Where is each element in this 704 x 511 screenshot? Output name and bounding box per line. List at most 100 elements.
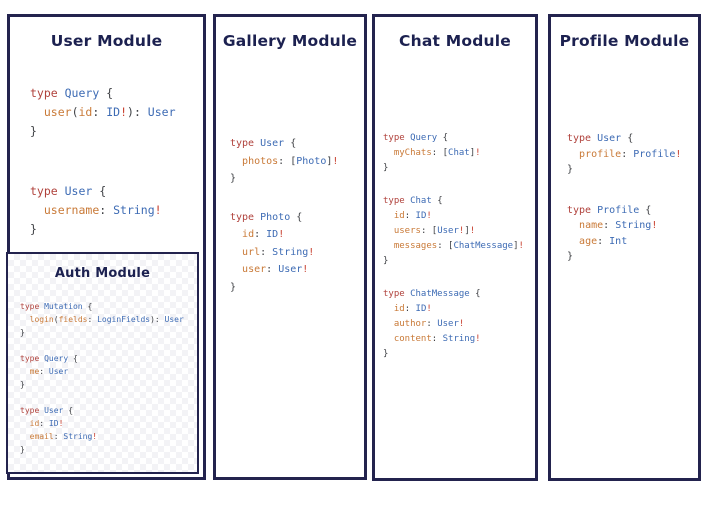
code-token: User — [164, 315, 184, 324]
code-token: : — [92, 105, 107, 119]
code-token: email — [29, 432, 54, 441]
code-block: type Profile { name: String! age: Int} — [567, 203, 681, 265]
code-token: } — [30, 222, 37, 236]
code-token: name — [579, 220, 604, 231]
code-token: { — [437, 196, 443, 206]
code-line: author: User! — [383, 317, 524, 332]
code-token — [230, 247, 242, 258]
code-token: fields — [58, 315, 88, 324]
code-token: User — [260, 138, 291, 149]
code-token: } — [230, 173, 237, 184]
chat-module-panel: Chat Module type Query { myChats: [Chat]… — [372, 14, 538, 481]
code-token: type — [20, 302, 45, 311]
code-token: ): — [127, 105, 148, 119]
code-line: email: String! — [20, 430, 184, 443]
schema-code: type Query { myChats: [Chat]!}type Chat … — [383, 131, 524, 380]
code-line: profile: Profile! — [567, 147, 681, 163]
code-token: photos — [242, 155, 279, 167]
code-block: type Photo { id: ID! url: String! user: … — [230, 209, 338, 297]
code-token: ( — [71, 105, 79, 119]
code-token — [567, 236, 579, 247]
code-token: User — [597, 133, 628, 144]
code-token: Photo — [296, 155, 327, 167]
code-block: type Query { user(id: ID!): User} — [30, 84, 176, 141]
code-block: type Query { me: User} — [20, 352, 184, 391]
code-block: type Mutation { login(fields: LoginField… — [20, 300, 184, 339]
code-token: : — [404, 211, 416, 221]
code-token: type — [383, 196, 411, 206]
code-token: : — [603, 220, 616, 231]
code-token: Mutation — [44, 302, 88, 311]
code-token: String — [442, 334, 476, 344]
module-title: Auth Module — [54, 266, 151, 281]
code-token: : — [39, 367, 49, 376]
code-token: : [ — [437, 241, 454, 251]
code-token: ChatMessage — [410, 289, 476, 299]
code-token: ! — [458, 319, 465, 329]
code-token: type — [230, 211, 261, 223]
code-line: users: [User!]! — [383, 224, 524, 239]
code-token: author — [393, 319, 427, 329]
code-token — [20, 419, 30, 428]
code-token — [383, 241, 394, 251]
code-token: } — [20, 445, 25, 454]
code-token: User — [147, 105, 176, 119]
code-token: username — [43, 203, 100, 217]
code-line: type Query { — [20, 352, 184, 365]
code-token: } — [30, 124, 37, 138]
code-token — [383, 148, 394, 158]
code-token: ! — [58, 419, 64, 428]
code-token — [383, 319, 394, 329]
code-line: name: String! — [567, 218, 681, 234]
code-token: { — [68, 406, 74, 415]
code-line: me: User — [20, 365, 184, 378]
code-token: ! — [469, 226, 476, 236]
schema-code: type Mutation { login(fields: LoginField… — [20, 300, 184, 469]
code-token: ] — [469, 148, 476, 158]
code-token: ! — [302, 264, 309, 275]
code-token: type — [20, 406, 45, 415]
code-token: content — [393, 334, 432, 344]
code-line: type Query { — [383, 131, 524, 146]
code-token: ( — [53, 315, 59, 324]
code-token: ! — [458, 226, 465, 236]
code-token: ! — [475, 148, 481, 158]
code-token: { — [99, 184, 107, 198]
code-token: ! — [426, 211, 432, 221]
code-line: user: User! — [230, 261, 338, 279]
user-module-panel: User Module type Query { user(id: ID!): … — [6, 14, 206, 480]
code-token: } — [20, 328, 25, 337]
code-line: } — [567, 162, 681, 178]
code-token: User — [44, 406, 69, 415]
code-line: type Query { — [30, 84, 176, 103]
code-token: } — [383, 256, 389, 266]
module-title: Gallery Module — [222, 32, 358, 50]
code-token: { — [475, 289, 481, 299]
code-token: String — [615, 220, 652, 231]
code-token: : — [39, 419, 49, 428]
code-token: type — [383, 289, 411, 299]
code-line: type Mutation { — [20, 300, 184, 313]
code-token: ): — [150, 315, 165, 324]
code-token: ] — [326, 155, 333, 167]
code-line: id: ID! — [230, 226, 338, 244]
code-token: Profile — [597, 204, 646, 216]
code-token: age — [579, 235, 598, 247]
code-token: id — [393, 304, 405, 314]
code-token: Profile — [633, 148, 676, 160]
code-line: type User { — [20, 404, 184, 417]
code-token: id — [242, 229, 255, 240]
code-token — [383, 334, 394, 344]
code-line: age: Int — [567, 234, 681, 250]
code-token: user — [242, 264, 267, 275]
schema-code: type User { photos: [Photo]!}type Photo … — [230, 135, 338, 317]
code-token: Chat — [410, 196, 438, 206]
code-token — [567, 149, 579, 160]
gallery-module-panel: Gallery Module type User { photos: [Phot… — [213, 14, 367, 480]
code-token: { — [87, 302, 93, 311]
code-token: ID — [266, 229, 279, 240]
code-token — [20, 315, 30, 324]
code-block: type User { profile: Profile!} — [567, 131, 681, 178]
code-token: id — [78, 105, 93, 119]
